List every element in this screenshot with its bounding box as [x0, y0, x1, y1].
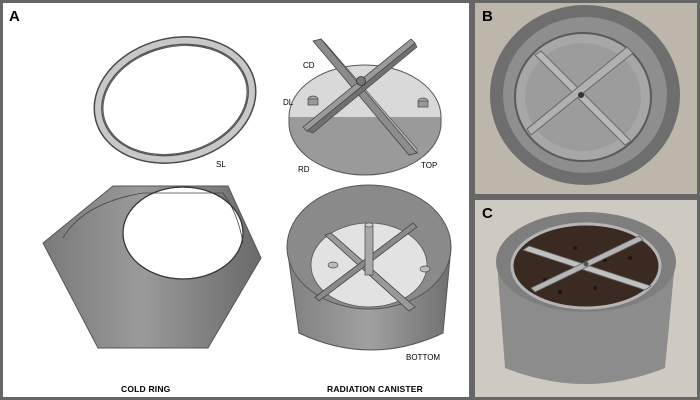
label-cd: CD: [303, 61, 315, 70]
label-dl: DL: [283, 98, 294, 107]
panel-c-label: C: [482, 205, 493, 222]
sealing-ring-drawing: [93, 36, 257, 164]
label-top: TOP: [421, 161, 438, 170]
caption-radiation-canister: RADIATION CANISTER: [327, 384, 423, 394]
label-rd: RD: [298, 165, 310, 174]
canister-top-drawing: [288, 38, 442, 176]
panel-c-photo: C: [475, 200, 697, 397]
caption-cold-ring: COLD RING: [121, 384, 171, 394]
cad-illustrations: [42, 36, 452, 351]
cold-ring-drawing: [42, 185, 262, 349]
label-sl: SL: [216, 160, 226, 169]
canister-photo-empty: [475, 3, 697, 194]
label-bottom: BOTTOM: [406, 353, 441, 362]
panel-b-label: B: [482, 8, 493, 25]
panel-a-label: A: [9, 8, 20, 25]
panel-b-photo: B: [475, 3, 697, 194]
panel-a-cad-drawings: A: [3, 3, 469, 397]
canister-bottom-drawing: [286, 184, 452, 351]
canister-photo-filled: [475, 200, 697, 397]
